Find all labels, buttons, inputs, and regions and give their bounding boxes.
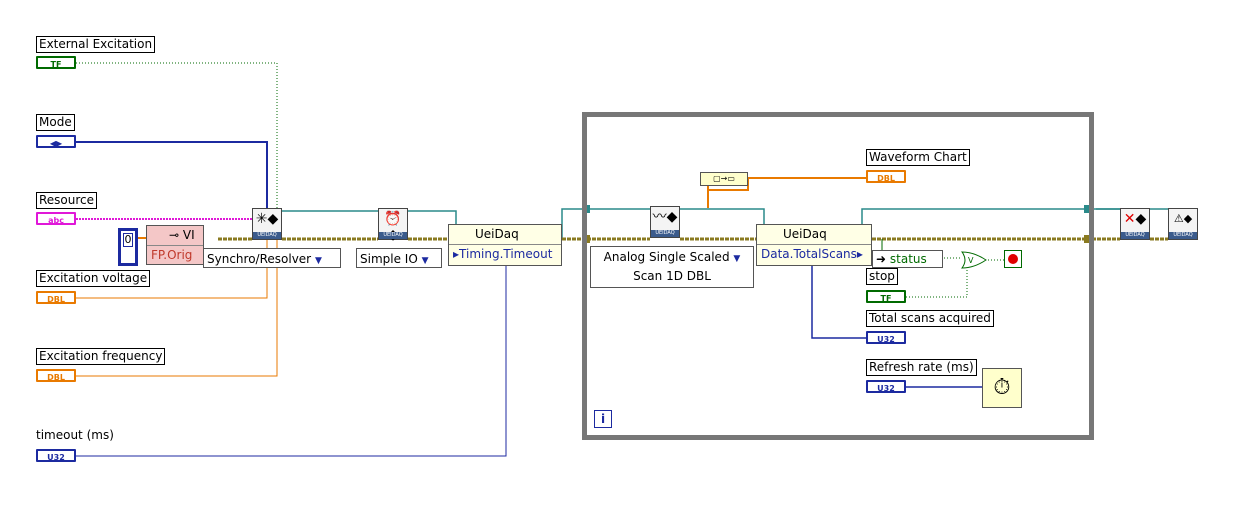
session-wire-3	[561, 208, 650, 238]
waveform-data-wire	[707, 177, 868, 208]
vi-ref-constant[interactable]: 0	[118, 228, 138, 266]
timeout-control[interactable]: U32	[36, 449, 76, 462]
resource-control[interactable]: abc	[36, 212, 76, 225]
total-scans-indicator: U32	[866, 331, 906, 344]
build-waveform-node[interactable]: ▢→▭	[700, 172, 748, 186]
timing-property-node[interactable]: UeiDaq ▸Timing.Timeout	[448, 224, 562, 266]
stop-control[interactable]: TF	[866, 290, 906, 303]
read-data-vi[interactable]: 〰◆ UEIDAQ	[650, 206, 680, 238]
excitation-frequency-label: Excitation frequency	[36, 348, 166, 365]
timeout-wire	[76, 262, 507, 457]
read-type-ring[interactable]: Analog Single Scaled ▼ Scan 1D DBL	[590, 246, 754, 288]
session-wire-5	[861, 208, 1120, 226]
external-excitation-wire	[76, 62, 278, 208]
stop-condition-icon	[1004, 250, 1022, 268]
external-excitation-control[interactable]: TF	[36, 56, 76, 69]
waveform-chart-indicator: DBL	[866, 170, 906, 183]
close-session-vi[interactable]: ✕◆ UEIDAQ	[1120, 208, 1150, 240]
excitation-frequency-wire	[76, 240, 278, 377]
stop-label: stop	[866, 268, 898, 285]
io-type-ring[interactable]: Simple IO ▼	[356, 248, 442, 268]
data-property-row: Data.TotalScans▸	[761, 247, 863, 261]
waveform-chart-label: Waveform Chart	[866, 149, 970, 166]
refresh-rate-control[interactable]: U32	[866, 380, 906, 393]
loop-tunnel-error-out	[1084, 235, 1092, 243]
unbundle-status-node[interactable]: ➜ status	[872, 250, 943, 268]
timeout-label: timeout (ms)	[36, 428, 114, 442]
loop-iteration-terminal: i	[594, 410, 612, 428]
loop-tunnel-session-out	[1084, 205, 1092, 213]
svg-text:V: V	[968, 256, 974, 265]
session-wire-4	[680, 208, 765, 224]
while-loop[interactable]	[582, 112, 1094, 440]
stop-wire	[906, 266, 968, 298]
timing-property-row: ▸Timing.Timeout	[453, 247, 553, 261]
create-session-vi[interactable]: ✳◆ UEIDAQ	[252, 208, 282, 240]
external-excitation-label: External Excitation	[36, 36, 156, 53]
create-session-icon: ✳◆	[255, 211, 279, 227]
mode-control[interactable]: ◀▶	[36, 135, 76, 148]
config-timing-vi[interactable]: ⏰◆ UEIDAQ	[378, 208, 408, 243]
vi-property-header: ⊸ VI	[147, 226, 203, 246]
refresh-rate-label: Refresh rate (ms)	[866, 359, 977, 376]
timing-property-header: UeiDaq	[449, 225, 561, 245]
or-gate	[961, 251, 987, 269]
total-scans-wire	[811, 262, 868, 339]
close-icon: ✕◆	[1123, 211, 1147, 227]
vi-property-node[interactable]: ⊸ VI FP.Orig	[146, 225, 204, 265]
mode-wire	[76, 141, 268, 208]
wait-metronome-icon[interactable]: ⏱	[982, 368, 1022, 408]
error-icon: ⚠◆	[1173, 212, 1193, 225]
vi-property-row: FP.Orig	[151, 248, 193, 262]
total-scans-label: Total scans acquired	[866, 310, 994, 327]
error-handler-vi[interactable]: ⚠◆ UEIDAQ	[1168, 208, 1198, 240]
data-property-node[interactable]: UeiDaq Data.TotalScans▸	[756, 224, 872, 266]
waveform-read-icon: 〰◆	[652, 209, 678, 225]
mode-label: Mode	[36, 114, 75, 131]
data-property-header: UeiDaq	[757, 225, 871, 245]
excitation-voltage-control[interactable]: DBL	[36, 291, 76, 304]
excitation-voltage-label: Excitation voltage	[36, 270, 151, 287]
session-wire-2	[408, 210, 457, 224]
excitation-frequency-control[interactable]: DBL	[36, 369, 76, 382]
session-type-ring[interactable]: Synchro/Resolver ▼	[203, 248, 341, 268]
resource-label: Resource	[36, 192, 98, 209]
